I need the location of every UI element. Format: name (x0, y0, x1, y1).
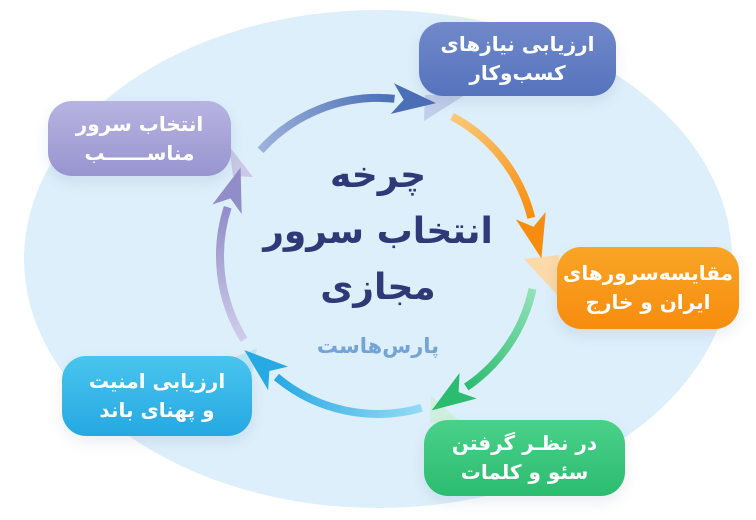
parshost-logo: پارس‌هاست (316, 334, 440, 358)
step-label-line: کسب‌وکار (469, 61, 566, 85)
arc-to-server-comparison (450, 112, 546, 259)
arc-to-security-bandwidth (244, 350, 423, 418)
step-label-line: انتخاب سرور (75, 111, 204, 136)
bubble-tail (524, 255, 559, 297)
step-consider-seo-keywords: در نظـر گرفتن سئو و کلمات (424, 420, 625, 496)
step-label-line: مقایسه‌سرورهای (562, 261, 734, 285)
step-compare-iran-foreign-servers: مقایسه‌سرورهای ایران و خارج (557, 247, 739, 329)
step-label-line: ارزیابی امنیت (88, 369, 226, 393)
step-label-line: در نظـر گرفتن (451, 431, 598, 455)
diagram-title-line: چرخه (329, 155, 427, 196)
step-label-line: سئو و کلمات (460, 460, 589, 484)
step-label-line: مناســــــب (84, 140, 195, 165)
arc-to-suitable-server (212, 167, 248, 342)
step-label-line: ارزیابی نیازهای (440, 32, 595, 56)
step-assess-business-needs: ارزیابی نیازهای کسب‌وکار (419, 22, 616, 96)
diagram-title: چرخه انتخاب سرور مجازی (238, 148, 518, 315)
diagram-title-line: انتخاب سرور (263, 210, 493, 252)
step-choose-suitable-server: انتخاب سرور مناســــــب (48, 101, 231, 176)
step-assess-security-bandwidth: ارزیابی امنیت و پهنای باند (62, 356, 252, 436)
arc-to-business-needs (257, 83, 437, 153)
diagram-title-line: مجازی (320, 266, 436, 308)
bubble-tail (430, 396, 462, 423)
step-label-line: و پهنای باند (99, 398, 215, 422)
step-label-line: ایران و خارج (585, 290, 711, 314)
arc-to-seo-keywords (431, 288, 537, 411)
